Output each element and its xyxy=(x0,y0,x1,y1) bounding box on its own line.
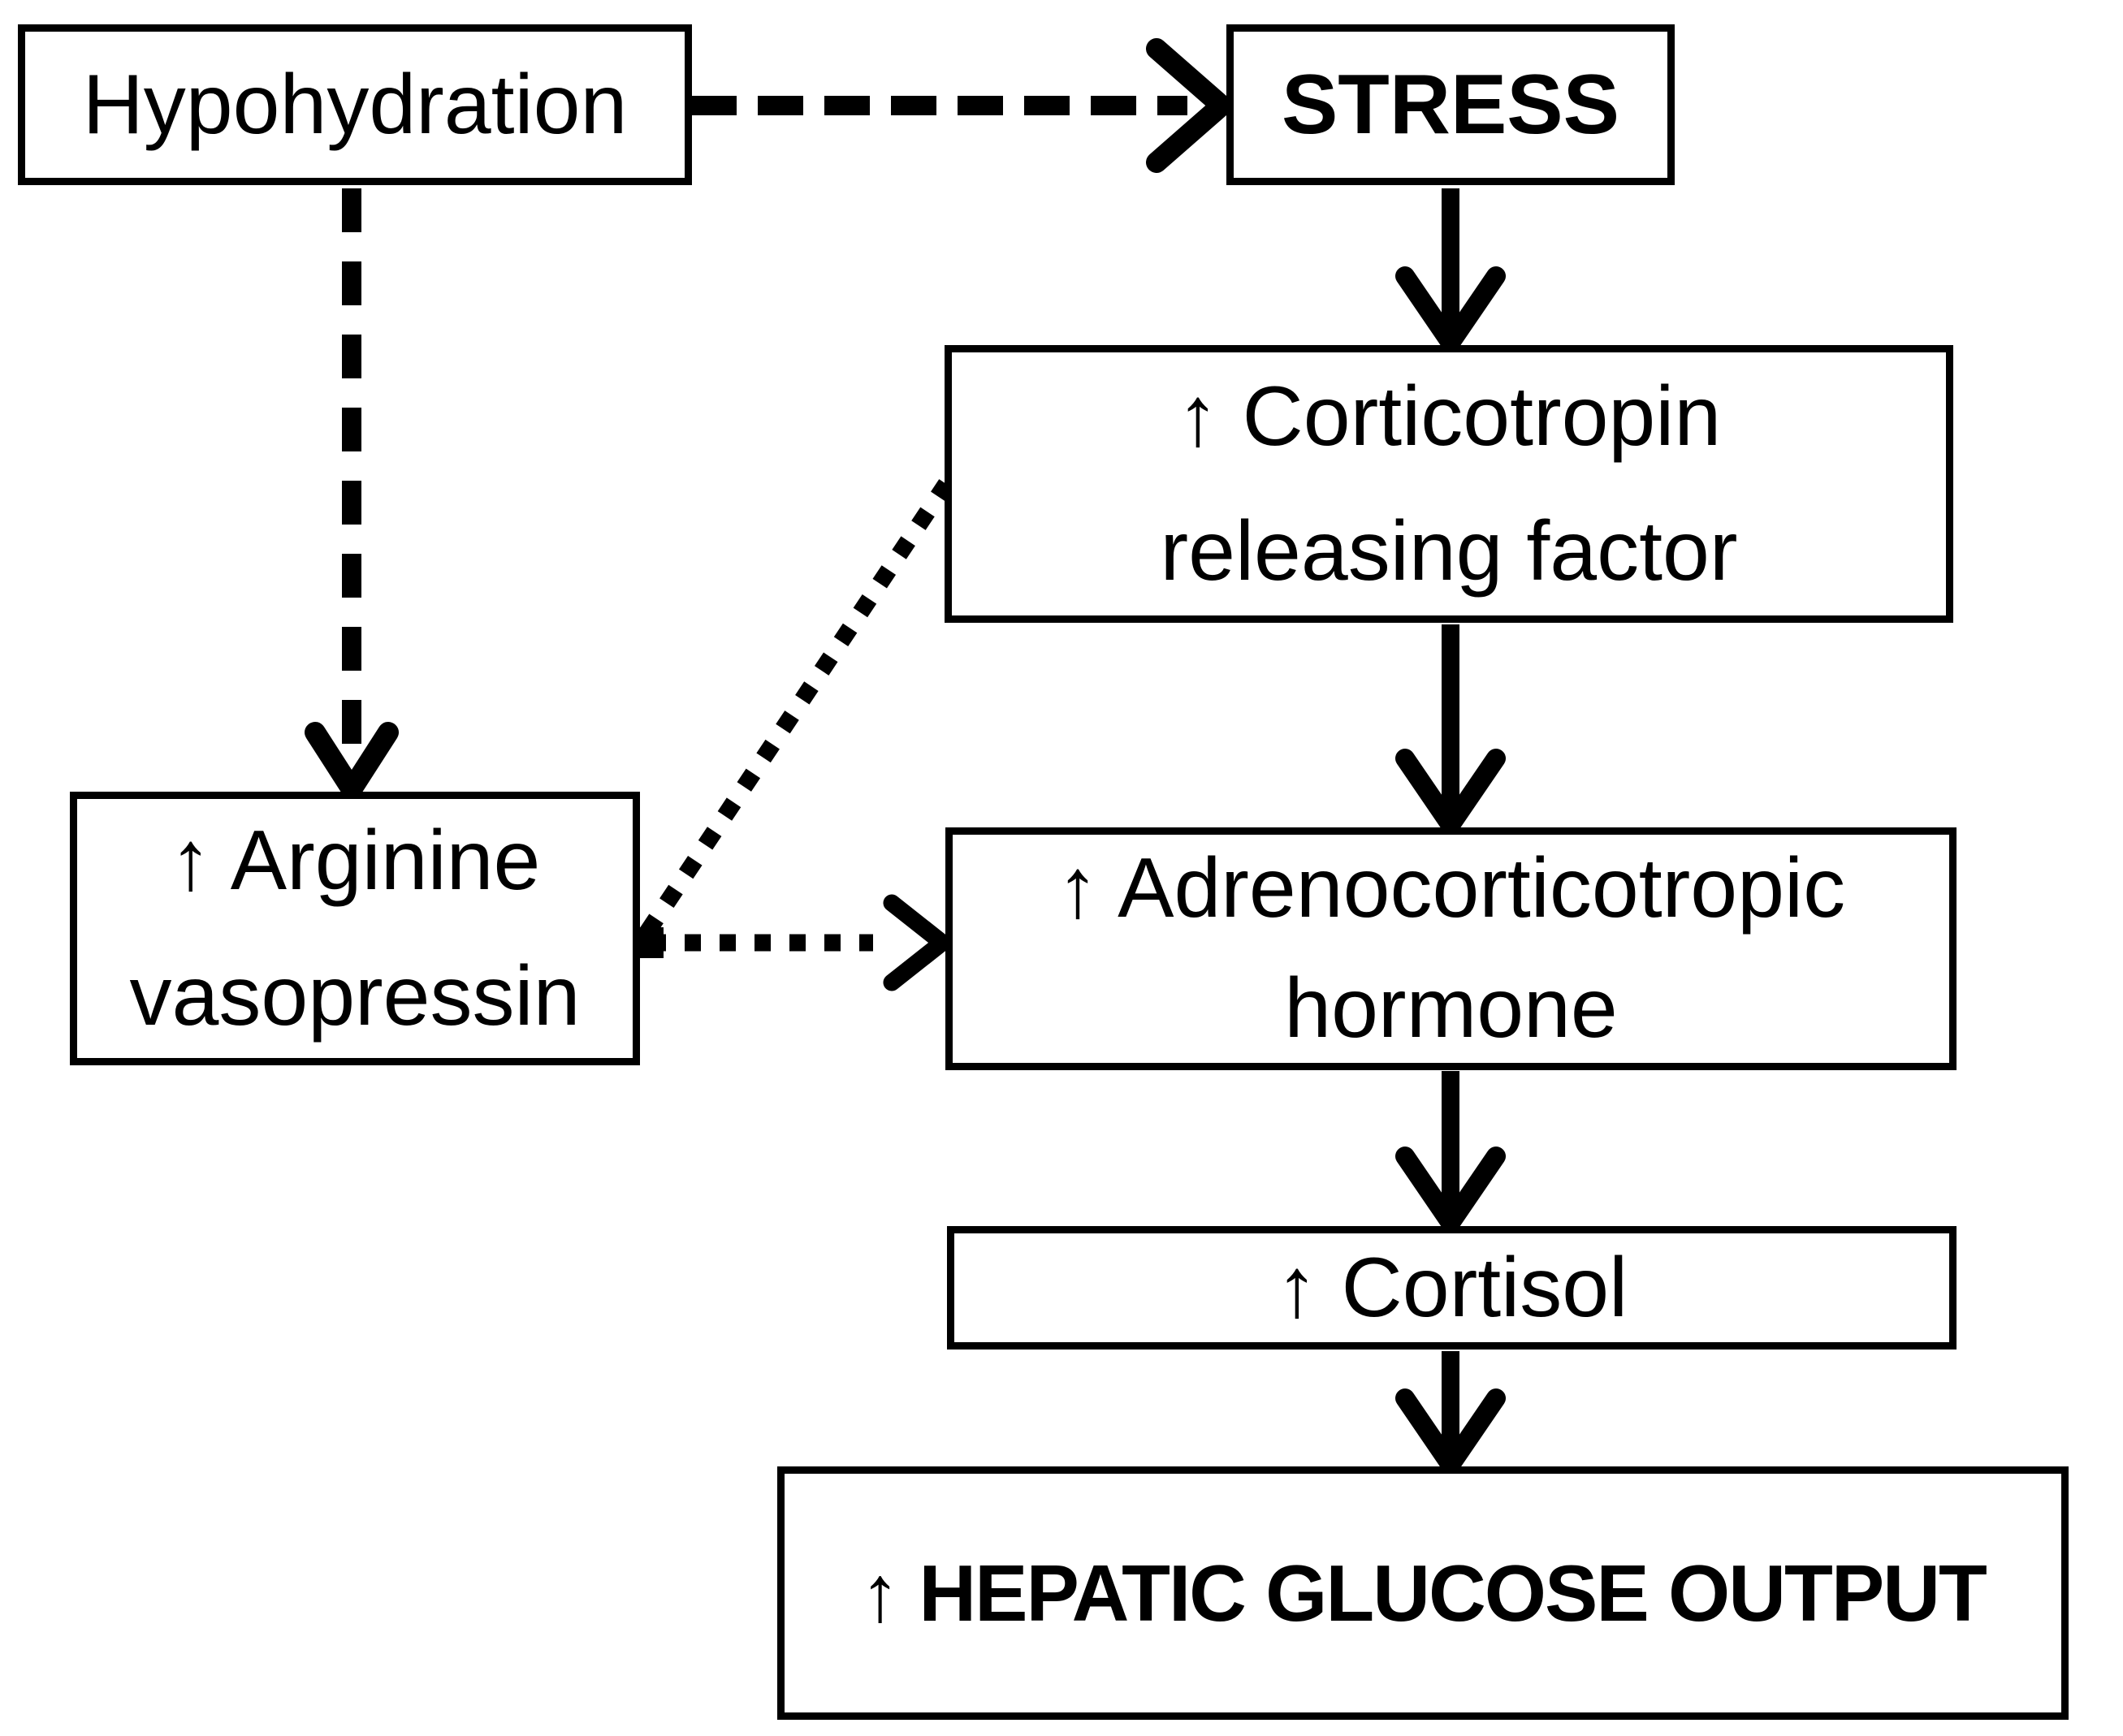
node-stress-label: STRESS xyxy=(1281,58,1620,152)
node-crf-label: ↑ Corticotropin releasing factor xyxy=(1160,349,1737,620)
node-hgo-label: ↑ HEPATIC GLUCOSE OUTPUT xyxy=(860,1548,1987,1638)
node-crf-label-line1: ↑ Corticotropin xyxy=(1176,369,1722,464)
edge-hypohydration-avp-arrowhead-icon xyxy=(305,722,399,800)
edge-avp-acth-arrowhead-icon xyxy=(883,894,951,991)
node-hypohydration: Hypohydration xyxy=(18,24,692,185)
node-corticotropin-releasing-factor: ↑ Corticotropin releasing factor xyxy=(945,345,1953,623)
node-cortisol: ↑ Cortisol xyxy=(947,1226,1957,1350)
node-acth-label-line2: hormone xyxy=(1284,961,1618,1056)
node-avp-label-line2: vasopressin xyxy=(129,948,581,1043)
node-adrenocorticotropic-hormone: ↑ Adrenocorticotropic hormone xyxy=(945,827,1957,1070)
node-acth-label: ↑ Adrenocorticotropic hormone xyxy=(1057,829,1845,1069)
edge-stress-crf-arrowhead-icon xyxy=(1395,266,1506,352)
edge-avp-crf-dotted-line xyxy=(640,479,953,937)
node-hepatic-glucose-output: ↑ HEPATIC GLUCOSE OUTPUT xyxy=(777,1466,2069,1720)
node-avp-label-line1: ↑ Arginine xyxy=(169,814,541,909)
edge-hypohydration-stress-arrowhead-icon xyxy=(1146,38,1232,173)
node-stress: STRESS xyxy=(1226,24,1675,185)
node-crf-label-line2: releasing factor xyxy=(1160,504,1738,598)
node-hypohydration-label: Hypohydration xyxy=(82,58,628,152)
node-avp-label: ↑ Arginine vasopressin xyxy=(130,793,581,1064)
edge-crf-acth-arrowhead-icon xyxy=(1395,749,1506,835)
node-acth-label-line1: ↑ Adrenocorticotropic xyxy=(1056,840,1846,935)
edge-cortisol-hgo-arrowhead-icon xyxy=(1395,1388,1506,1475)
node-arginine-vasopressin: ↑ Arginine vasopressin xyxy=(70,792,640,1065)
edge-acth-cortisol-arrowhead-icon xyxy=(1395,1147,1506,1233)
node-cortisol-label: ↑ Cortisol xyxy=(1275,1241,1628,1335)
